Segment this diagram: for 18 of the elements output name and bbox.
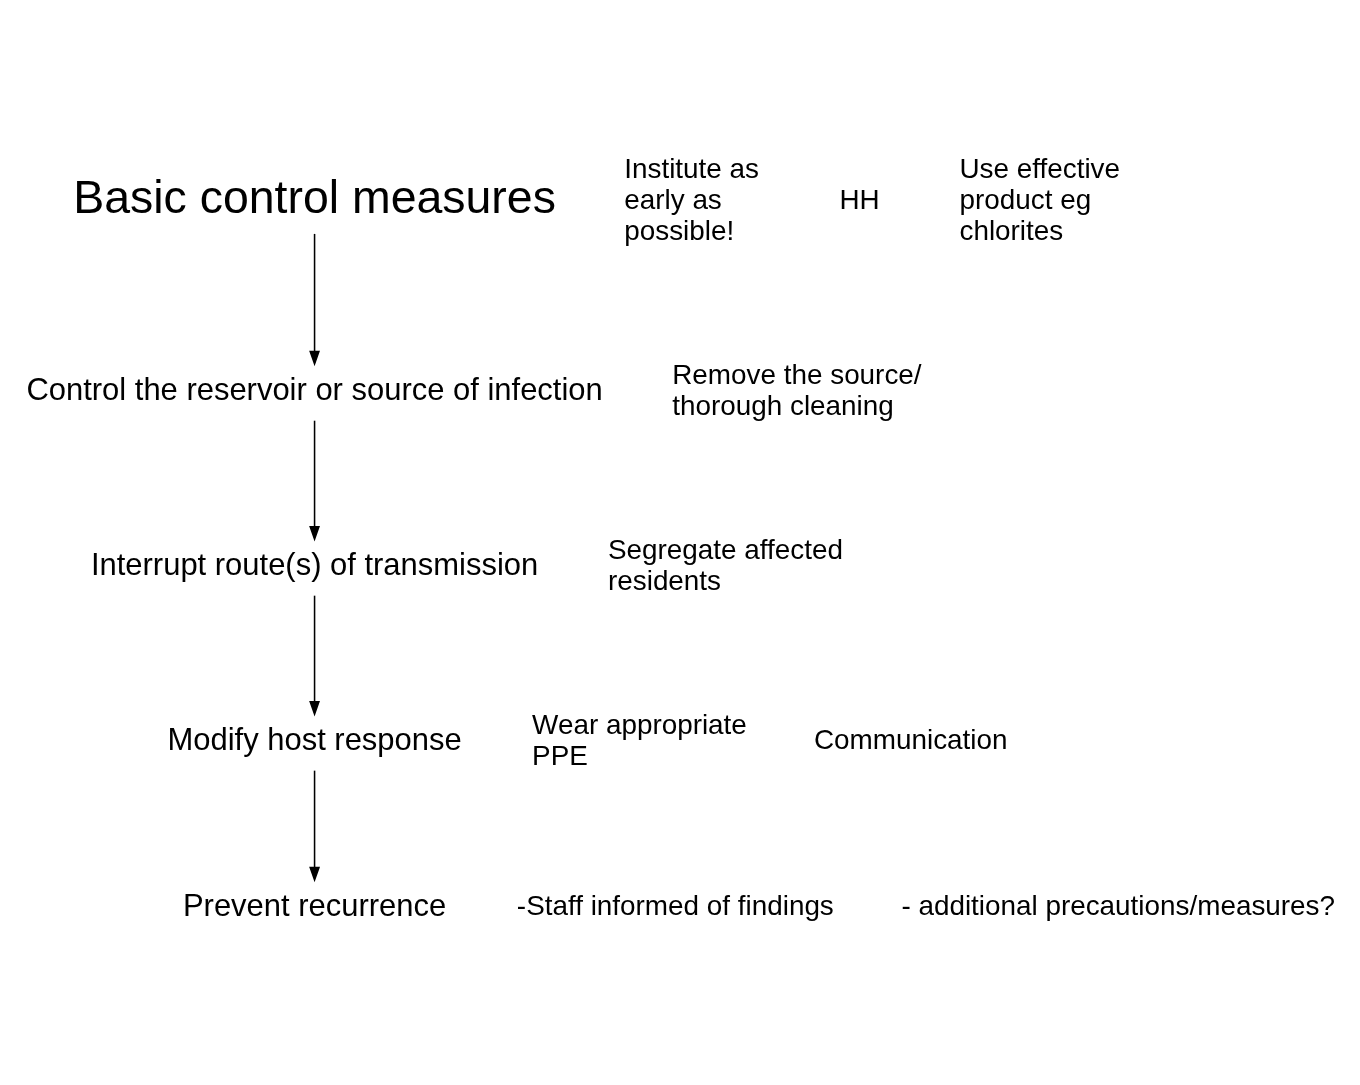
label: Wear appropriate PPE (532, 708, 747, 771)
arrow (309, 769, 320, 883)
node-text: Modify host response (167, 721, 462, 757)
arrow (309, 419, 320, 542)
label: HH (839, 183, 880, 215)
node-text: Control the reservoir or source of infection (26, 372, 603, 408)
label: Institute as early as possible! (624, 152, 759, 246)
label: Communication (813, 724, 1008, 756)
node-text: Prevent recurrence (182, 887, 447, 923)
node-text: Interrupt route(s) of transmission (90, 547, 539, 583)
label: Use effective product eg chlorites (959, 152, 1121, 246)
arrow (309, 594, 320, 717)
label: Remove the source/ thorough cleaning (672, 358, 922, 421)
arrow (309, 233, 320, 367)
label: -Staff informed of findings (516, 889, 834, 921)
label: Segregate affected residents (608, 533, 843, 596)
node-text: Basic control measures (73, 171, 556, 224)
label: - additional precautions/measures? (901, 889, 1336, 921)
